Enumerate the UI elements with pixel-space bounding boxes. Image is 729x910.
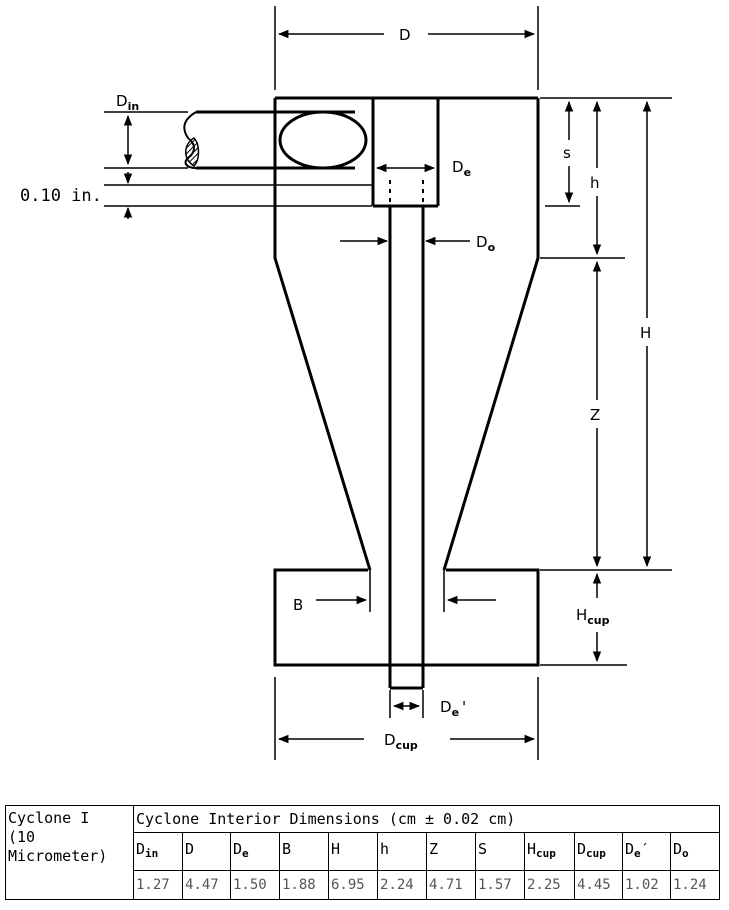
label-Deprime: De' xyxy=(440,698,466,719)
label-s: s xyxy=(563,144,571,162)
dim-De: De xyxy=(375,158,471,179)
cyclone-name-line: Cyclone I xyxy=(8,809,90,827)
inlet-pipe xyxy=(183,110,368,170)
column-header: H xyxy=(328,832,378,871)
dim-Deprime: De' xyxy=(389,690,466,719)
column-header: Hcup xyxy=(524,832,575,871)
outlet-tube xyxy=(388,206,425,690)
cyclone-size-line: (10 xyxy=(8,828,36,846)
value-cell: 1.27 xyxy=(133,870,183,900)
value-cell: 4.71 xyxy=(426,870,476,900)
dim-B: B xyxy=(293,570,496,614)
dim-Dcup: Dcup xyxy=(274,677,539,760)
value-cell: 1.50 xyxy=(230,870,280,900)
column-header: B xyxy=(279,832,329,871)
column-header: Z xyxy=(426,832,476,871)
cyclone-unit-line: Micrometer) xyxy=(8,847,108,865)
label-h: h xyxy=(590,174,600,192)
column-header: h xyxy=(377,832,427,871)
dimensions-table: Cyclone I (10 Micrometer) Cyclone Interi… xyxy=(5,805,720,900)
inlet-opening xyxy=(278,110,368,170)
value-cell: 1.88 xyxy=(279,870,329,900)
value-cell: 1.02 xyxy=(622,870,671,900)
column-header: Din xyxy=(133,832,183,871)
value-cell: 2.24 xyxy=(377,870,427,900)
cyclone-diagram: D Din 0.10 in. De s h H xyxy=(20,6,672,760)
value-cell: 4.47 xyxy=(182,870,231,900)
label-Z: Z xyxy=(590,406,600,424)
column-header: Dcup xyxy=(574,832,623,871)
label-H: H xyxy=(640,324,651,342)
dim-Din: Din xyxy=(104,92,188,169)
column-header: De′ xyxy=(622,832,671,871)
grit-cup xyxy=(273,568,540,667)
label-Do: Do xyxy=(476,233,496,254)
vortex-finder xyxy=(371,98,440,208)
dim-H: H xyxy=(540,100,672,571)
value-cell: 2.25 xyxy=(524,870,575,900)
dim-gap: 0.10 in. xyxy=(20,172,372,219)
table-values-row: 1.27 4.47 1.50 1.88 6.95 2.24 4.71 1.57 … xyxy=(6,870,720,900)
dim-s: s xyxy=(545,100,580,207)
label-De: De xyxy=(452,158,471,179)
body-outline-left xyxy=(273,98,372,571)
inlet-cut-hatch xyxy=(185,137,200,167)
table-header-row: Din D De B H h Z S Hcup Dcup De′ Do xyxy=(6,832,720,871)
dim-Z: Z xyxy=(590,260,602,568)
cyclone-name-cell: Cyclone I (10 Micrometer) xyxy=(5,805,134,900)
column-header: S xyxy=(475,832,525,871)
label-B: B xyxy=(293,596,303,614)
body-outline-right xyxy=(442,98,540,571)
cyclone-body xyxy=(273,96,540,571)
value-cell: 1.24 xyxy=(670,870,720,900)
column-header: D xyxy=(182,832,231,871)
dim-h: h xyxy=(540,97,672,259)
column-header: Do xyxy=(670,832,720,871)
value-cell: 1.57 xyxy=(475,870,525,900)
value-cell: 6.95 xyxy=(328,870,378,900)
label-gap: 0.10 in. xyxy=(20,186,102,206)
label-Hcup: Hcup xyxy=(576,606,610,627)
dim-Hcup: Hcup xyxy=(540,572,627,666)
column-header: De xyxy=(230,832,280,871)
table-title: Cyclone Interior Dimensions (cm ± 0.02 c… xyxy=(133,805,720,833)
dim-D: D xyxy=(274,6,539,90)
value-cell: 4.45 xyxy=(574,870,623,900)
label-Dcup: Dcup xyxy=(384,731,418,752)
label-Din: Din xyxy=(116,92,139,113)
dim-Do: Do xyxy=(340,233,496,254)
label-D: D xyxy=(399,26,411,44)
